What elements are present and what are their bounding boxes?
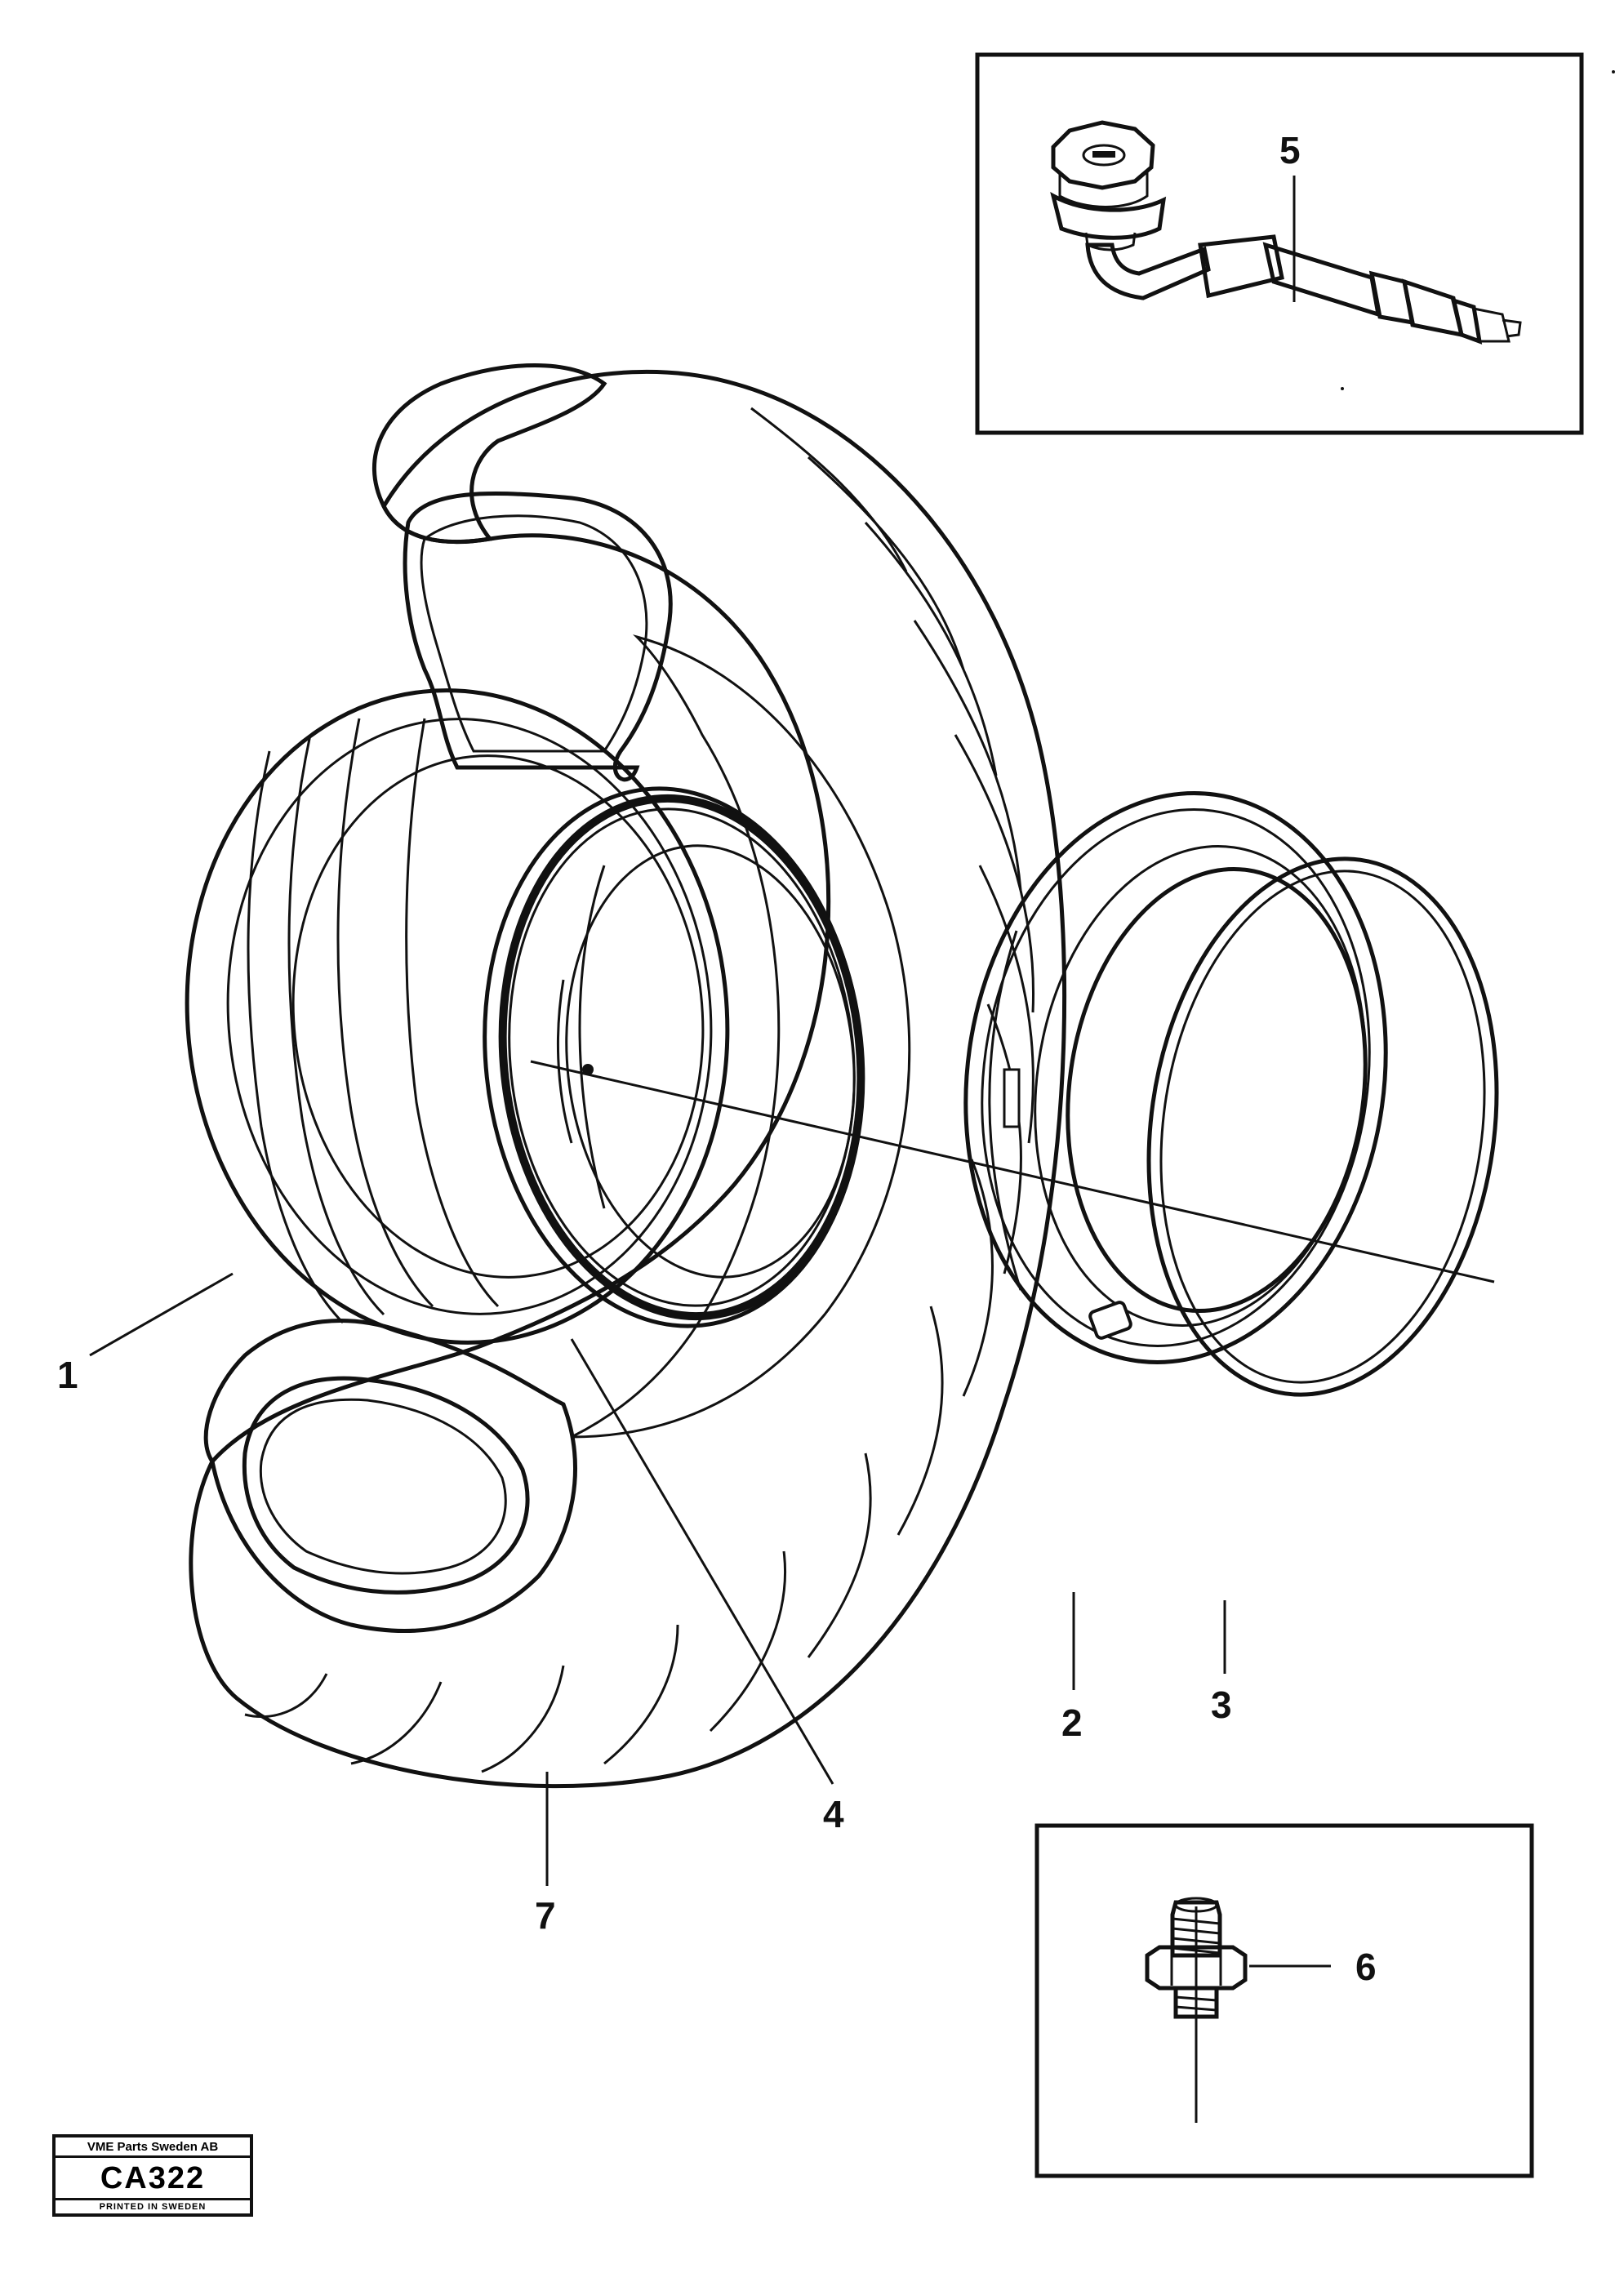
o-ring <box>498 794 865 1321</box>
plug-inset <box>1034 1823 1534 2178</box>
speck <box>1612 70 1615 73</box>
speck <box>1341 387 1344 390</box>
callout-6: 6 <box>1355 1946 1377 1988</box>
valve-inset <box>975 52 1584 435</box>
assembly-axis <box>530 1060 1495 1283</box>
stamp-company: VME Parts Sweden AB <box>56 2138 250 2158</box>
stamp-code: CA322 <box>56 2158 250 2200</box>
callout-3: 3 <box>1211 1684 1232 1726</box>
publisher-stamp: VME Parts Sweden AB CA322 PRINTED IN SWE… <box>52 2134 253 2217</box>
flange-ring <box>963 791 1388 1364</box>
stamp-printed: PRINTED IN SWEDEN <box>99 2202 207 2212</box>
callout-4: 4 <box>823 1793 844 1835</box>
tyre <box>189 363 1067 1789</box>
rim <box>185 688 865 1345</box>
callout-7: 7 <box>535 1894 556 1937</box>
callout-5: 5 <box>1279 129 1301 171</box>
callout-2: 2 <box>1061 1702 1083 1744</box>
leader-lines <box>89 176 1331 1968</box>
lock-ring <box>1088 856 1499 1397</box>
callout-1: 1 <box>57 1354 78 1396</box>
